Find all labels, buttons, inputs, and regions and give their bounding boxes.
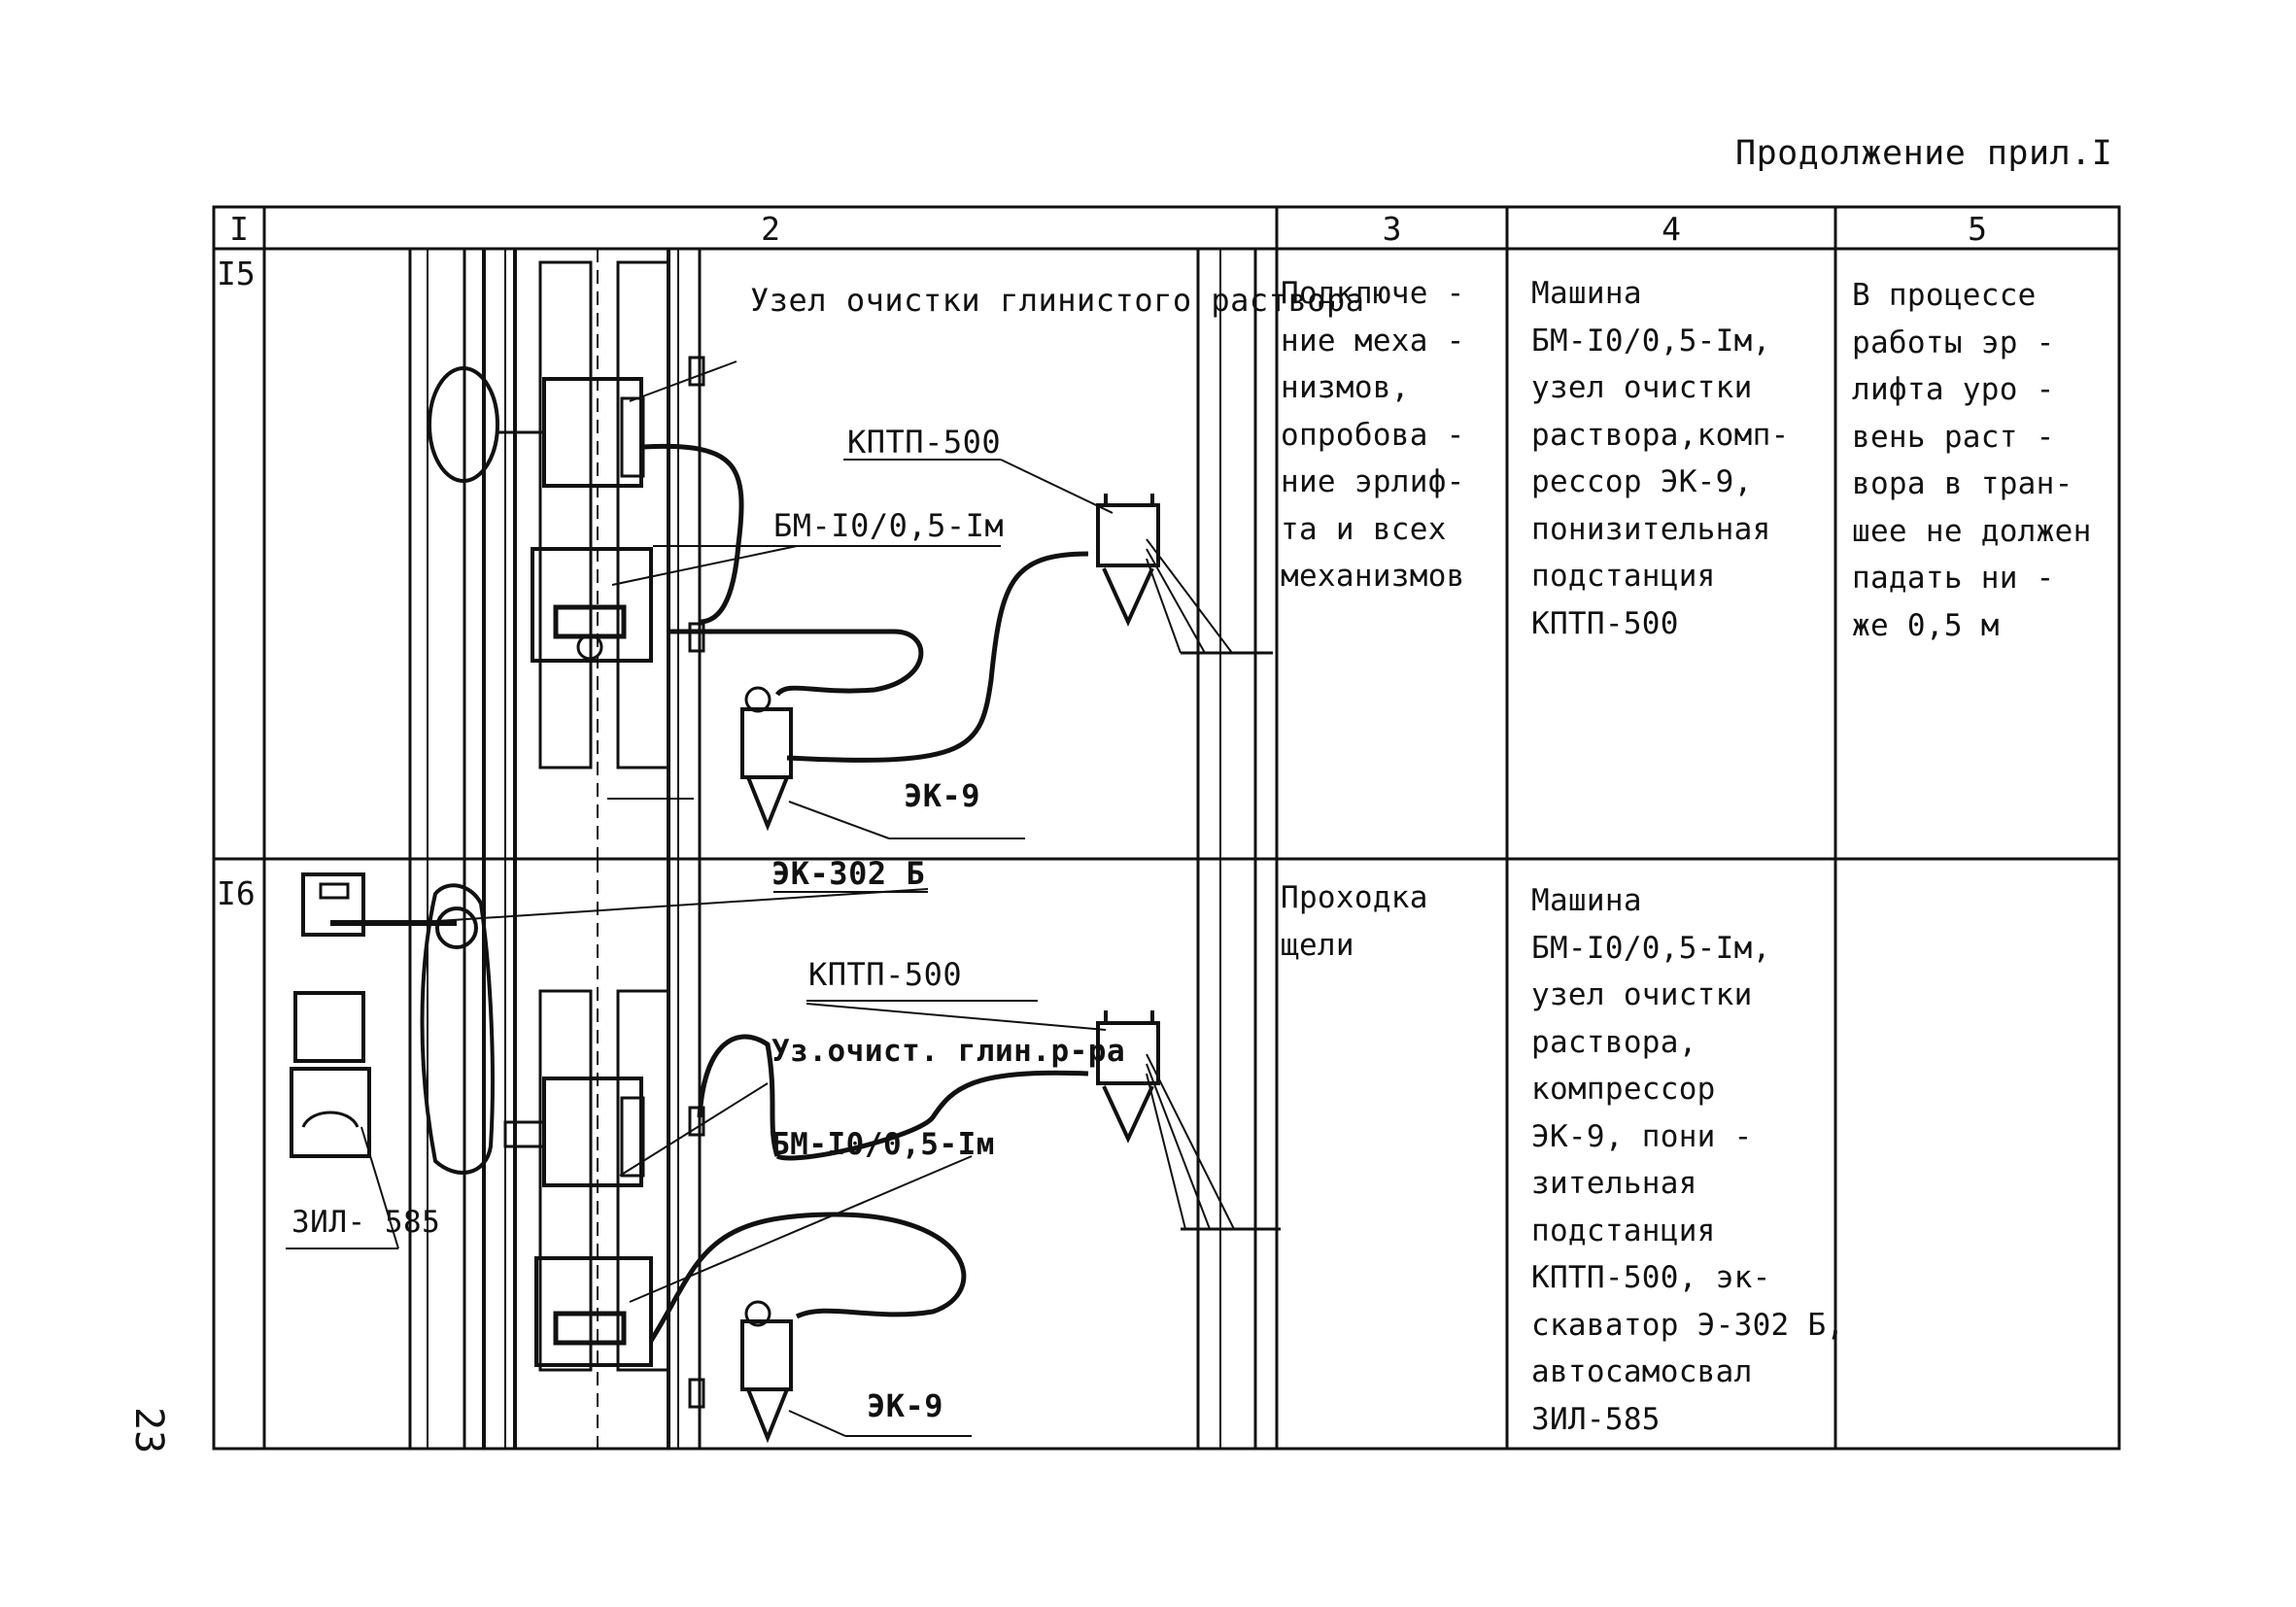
label-compressor: ЭК-9 [904, 777, 981, 814]
row15-schematic [408, 247, 1273, 861]
column-header-1: I [229, 210, 249, 248]
label-boring-machine: БМ-I0/0,5-Iм [773, 507, 1005, 544]
label-cleaning-node-16: Уз.очист. глин.р-ра [771, 1034, 1126, 1069]
row15-equipment: Машина БМ-I0/0,5-Iм, узел очистки раство… [1531, 276, 1790, 641]
row16-operation: Проходка щели [1281, 880, 1428, 963]
label-excavator: ЭК-302 Б [771, 855, 926, 892]
row-number-15: I5 [217, 255, 256, 292]
row-number-16: I6 [217, 874, 256, 912]
label-cleaning-node: Узел очистки глинистого раствора [750, 282, 1365, 319]
label-substation: КПТП-500 [847, 424, 1002, 461]
row16-schematic [286, 857, 1281, 1451]
label-boring-machine-16: БМ-I0/0,5-Iм [771, 1127, 995, 1162]
column-header-3: 3 [1382, 210, 1402, 248]
column-header-2: 2 [761, 210, 780, 248]
row16-equipment: Машина БМ-I0/0,5-Iм, узел очистки раство… [1531, 883, 1845, 1437]
label-compressor-16: ЭК-9 [867, 1387, 944, 1424]
row15-notes: В процессе работы эр - лифта уро - вень … [1852, 278, 2092, 643]
label-substation-16: КПТП-500 [808, 956, 963, 993]
column-header-4: 4 [1662, 210, 1681, 248]
row15-operation: Подключе - ние меха - низмов, опробова -… [1281, 276, 1465, 594]
page-number: 23 [126, 1407, 171, 1454]
column-header-5: 5 [1968, 210, 1987, 248]
continuation-caption: Продолжение прил.I [1735, 134, 2113, 173]
label-truck: ЗИЛ- 585 [291, 1205, 441, 1240]
table-border [212, 205, 2121, 1451]
